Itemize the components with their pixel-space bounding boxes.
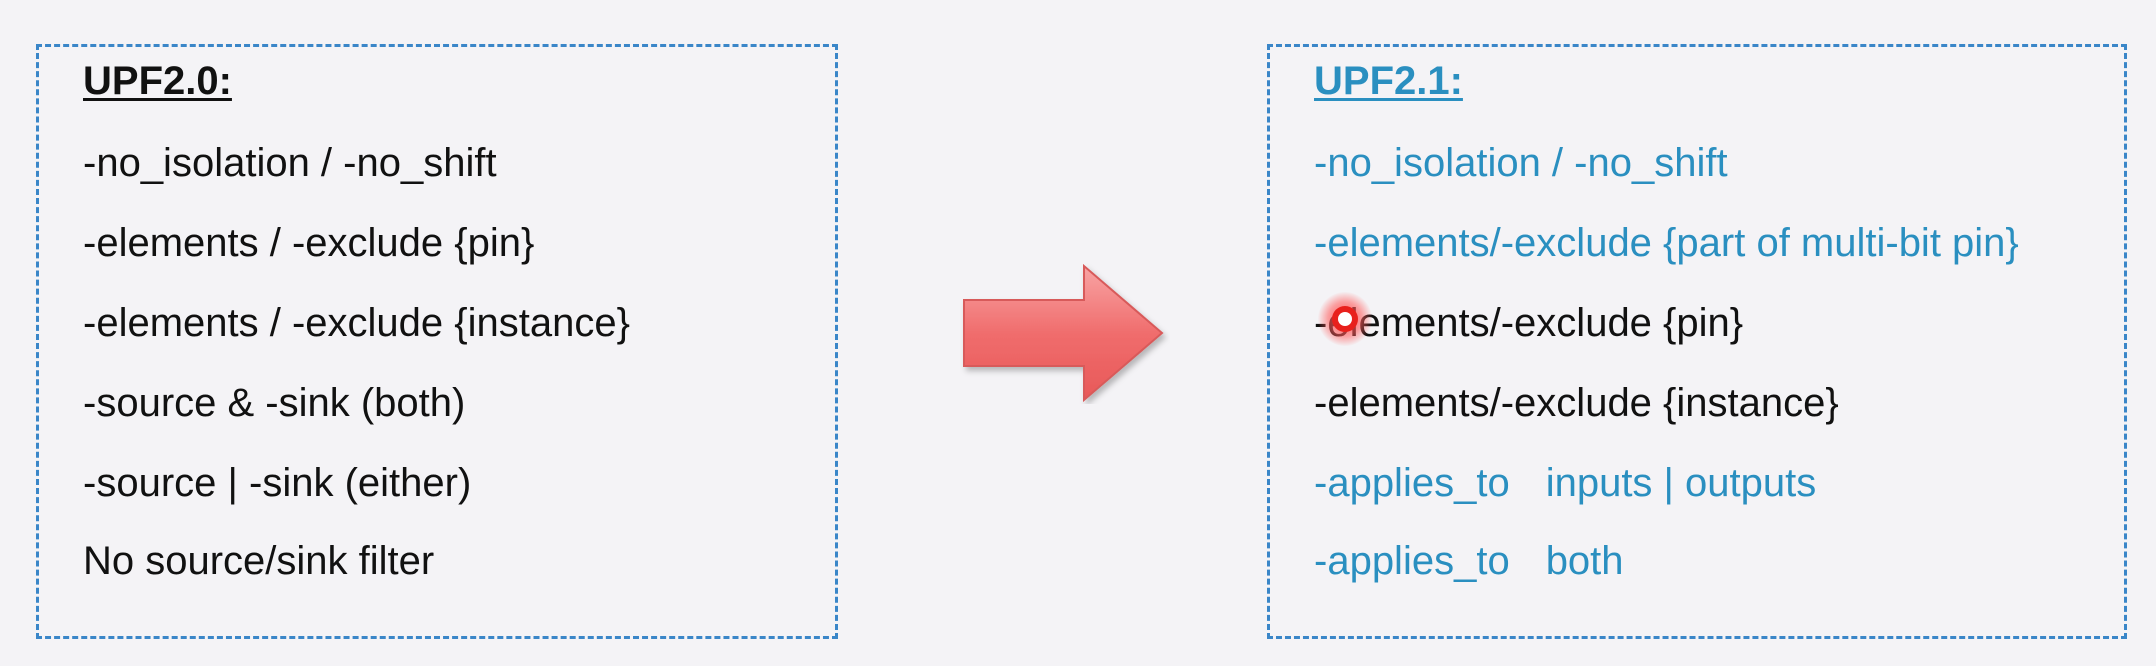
upf20-line-1: -no_isolation / -no_shift [83, 141, 497, 185]
upf20-line-4: -source & -sink (both) [83, 381, 466, 425]
upf21-line-6: -applies_to both [1314, 537, 1624, 585]
upf20-line-2: -elements / -exclude {pin} [83, 221, 535, 265]
upf21-title: UPF2.1: [1314, 59, 1463, 103]
upf21-line-1: -no_isolation / -no_shift [1314, 141, 1728, 185]
upf20-line-6: No source/sink filter [83, 539, 435, 583]
upf20-box: UPF2.0: -no_isolation / -no_shift -eleme… [36, 44, 838, 639]
right-arrow-icon [963, 263, 1164, 403]
upf20-title: UPF2.0: [83, 59, 232, 103]
cursor-highlight-icon [1318, 292, 1372, 346]
upf21-line-4: -elements/-exclude {instance} [1314, 381, 1839, 425]
upf21-line-5-key: -applies_to [1314, 461, 1510, 505]
upf21-line-5: -applies_to inputs | outputs [1314, 459, 1816, 507]
upf21-line-3: -elements/-exclude {pin} [1314, 301, 1744, 345]
upf20-line-5: -source | -sink (either) [83, 461, 472, 505]
upf21-box: UPF2.1: -no_isolation / -no_shift -eleme… [1267, 44, 2127, 639]
upf21-line-2: -elements/-exclude {part of multi-bit pi… [1314, 221, 2019, 265]
upf21-line-6-key: -applies_to [1314, 539, 1510, 583]
upf21-line-5-value: inputs | outputs [1545, 461, 1817, 505]
upf21-line-6-value: both [1545, 539, 1624, 583]
upf20-line-3: -elements / -exclude {instance} [83, 301, 630, 345]
